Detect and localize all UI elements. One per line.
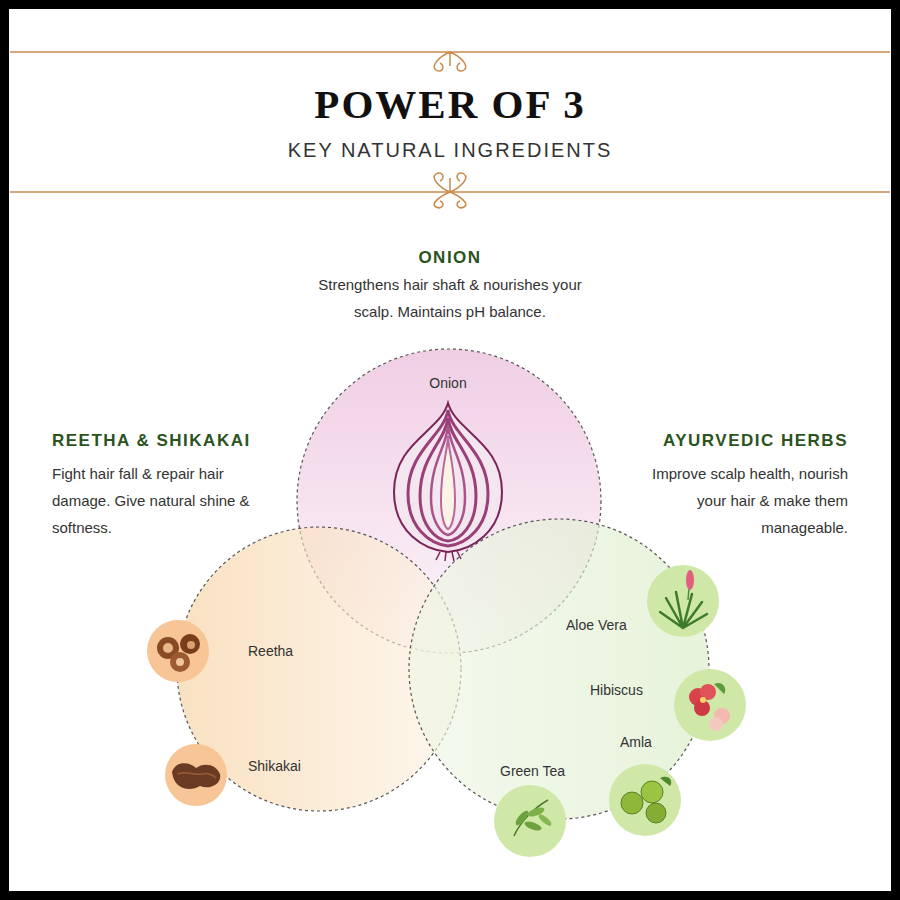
ingredient-label: Reetha <box>248 643 293 659</box>
reetha-shikakai-circle: REETHA & SHIKAKAIFight hair fall & repai… <box>176 526 462 812</box>
ayurvedic-herbs-circle: AYURVEDIC HERBSImprove scalp health, nou… <box>408 518 710 820</box>
circle-outline <box>176 526 462 812</box>
section-heading: REETHA & SHIKAKAI <box>52 431 251 451</box>
section-heading: AYURVEDIC HERBS <box>663 431 848 451</box>
ingredient-label: Shikakai <box>248 758 301 774</box>
circle-outline <box>409 519 709 819</box>
header-rules <box>10 52 890 208</box>
description: Fight hair fall & repair hair damage. Gi… <box>52 460 264 541</box>
shikakai-icon <box>165 744 227 806</box>
green-tea-icon <box>494 785 566 857</box>
ingredient-label: Green Tea <box>500 763 565 779</box>
description: Improve scalp health, nourish your hair … <box>648 460 848 541</box>
reetha-icon <box>147 620 209 682</box>
amla-icon <box>609 764 681 836</box>
hibiscus-icon <box>674 669 746 741</box>
section-heading: ONION <box>418 248 481 268</box>
subtitle: KEY NATURAL INGREDIENTS <box>288 139 613 162</box>
ingredient-label: Aloe Vera <box>566 617 627 633</box>
onion-circle: ONIONStrengthens hair shaft & nourishes … <box>296 348 602 654</box>
title: POWER OF 3 <box>314 80 585 128</box>
ingredient-label: Hibiscus <box>590 682 643 698</box>
ingredient-label: Onion <box>429 375 466 391</box>
aloe-vera-icon <box>647 565 719 637</box>
description: Strengthens hair shaft & nourishes your … <box>308 271 593 325</box>
ingredient-label: Amla <box>620 734 652 750</box>
circle-outline <box>296 348 602 654</box>
